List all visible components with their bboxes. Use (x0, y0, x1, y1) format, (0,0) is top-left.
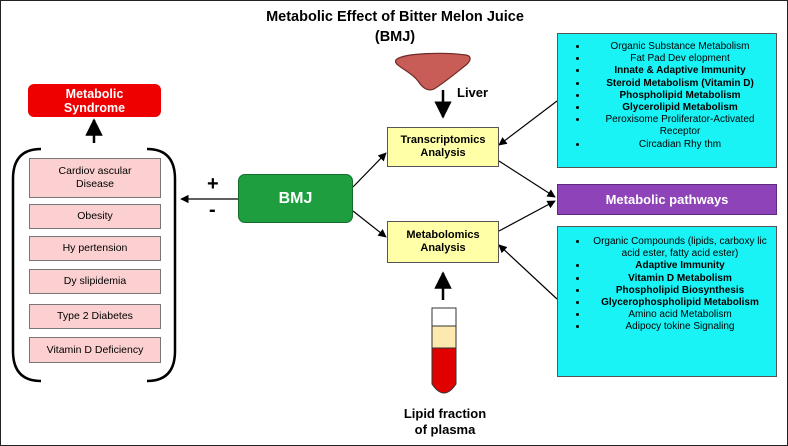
minus-sign: - (209, 199, 216, 221)
condition-line1: Vitamin D Deficiency (46, 343, 144, 356)
transcriptomics-analysis-box: Transcriptomics Analysis (387, 127, 499, 167)
metabolic-syndrome-line1: Metabolic (65, 86, 124, 101)
condition-hypertension: Hy pertension (29, 236, 161, 261)
result-item: Fat Pad Dev elopment (588, 53, 772, 65)
result-item: Vitamin D Metabolism (588, 273, 772, 285)
condition-type2-diabetes: Type 2 Diabetes (29, 304, 161, 329)
arrow-transcriptomics-to-pathways (498, 160, 556, 198)
plasma-tube-icon (431, 307, 457, 394)
condition-line1: Dy slipidemia (63, 275, 127, 287)
left-bracket (11, 147, 42, 383)
result-item: Circadian Rhy thm (588, 139, 772, 151)
metabolomics-analysis-box: Metabolomics Analysis (387, 221, 499, 263)
arrow-metabolomics-results (498, 244, 558, 300)
liver-label: Liver (457, 85, 489, 100)
plus-sign: + (207, 173, 219, 195)
result-item: Organic Substance Metabolism (588, 41, 772, 53)
arrow-bmj-to-metabolomics (352, 210, 387, 238)
condition-vitamin-d-deficiency: Vitamin D Deficiency (29, 337, 161, 363)
result-item: Glycerophospholipid Metabolism (588, 297, 772, 309)
arrow-bmj-to-transcriptomics (352, 152, 387, 188)
result-item: Adipocy tokine Signaling (588, 321, 772, 333)
right-bracket (146, 147, 177, 383)
result-item: Organic Compounds (lipids, carboxy lic a… (588, 236, 772, 260)
result-item: Amino acid Metabolism (588, 309, 772, 321)
condition-line1: Type 2 Diabetes (57, 310, 133, 322)
bmj-box: BMJ (238, 174, 353, 223)
arrow-transcriptomics-results (498, 100, 558, 146)
transcriptomics-line1: Transcriptomics (400, 134, 486, 146)
diagram-title-line1: Metabolic Effect of Bitter Melon Juice (266, 9, 524, 25)
metabolic-syndrome-box: Metabolic Syndrome (28, 84, 161, 117)
condition-line2: Disease (76, 178, 114, 190)
transcriptomics-results-box: Organic Substance MetabolismFat Pad Dev … (557, 33, 777, 168)
condition-line1: Obesity (77, 210, 113, 222)
result-item: Glycerolipid Metabolism (588, 102, 772, 114)
metabolomics-line2: Analysis (420, 242, 466, 254)
liver-icon (395, 52, 471, 91)
transcriptomics-results-list: Organic Substance MetabolismFat Pad Dev … (558, 41, 776, 151)
condition-cardiovascular: Cardiov ascular Disease (29, 158, 161, 198)
lipid-fraction-line1: Lipid fraction (403, 406, 487, 421)
result-item: Phospholipid Biosynthesis (588, 285, 772, 297)
bmj-label: BMJ (278, 189, 313, 207)
metabolic-pathways-label: Metabolic pathways (605, 192, 729, 207)
metabolic-syndrome-line2: Syndrome (63, 100, 126, 115)
lipid-fraction-line2: of plasma (414, 422, 476, 437)
condition-line1: Cardiov ascular (58, 165, 132, 177)
arrow-metabolomics-to-pathways (498, 200, 556, 232)
result-item: Peroxisome Proliferator-Activated Recept… (588, 114, 772, 138)
result-item: Adaptive Immunity (588, 260, 772, 272)
result-item: Innate & Adaptive Immunity (588, 65, 772, 77)
metabolomics-results-list: Organic Compounds (lipids, carboxy lic a… (558, 236, 776, 334)
lipid-fraction-label: Lipid fraction of plasma (381, 406, 509, 438)
condition-line1: Hy pertension (62, 242, 128, 254)
diagram-title-line2: (BMJ) (374, 29, 416, 45)
metabolomics-results-box: Organic Compounds (lipids, carboxy lic a… (557, 226, 777, 377)
transcriptomics-line2: Analysis (420, 147, 466, 159)
result-item: Phospholipid Metabolism (588, 90, 772, 102)
result-item: Steroid Metabolism (Vitamin D) (588, 78, 772, 90)
metabolic-pathways-box: Metabolic pathways (557, 184, 777, 215)
condition-obesity: Obesity (29, 204, 161, 229)
condition-dyslipidemia: Dy slipidemia (29, 269, 161, 294)
metabolomics-line1: Metabolomics (406, 229, 480, 241)
